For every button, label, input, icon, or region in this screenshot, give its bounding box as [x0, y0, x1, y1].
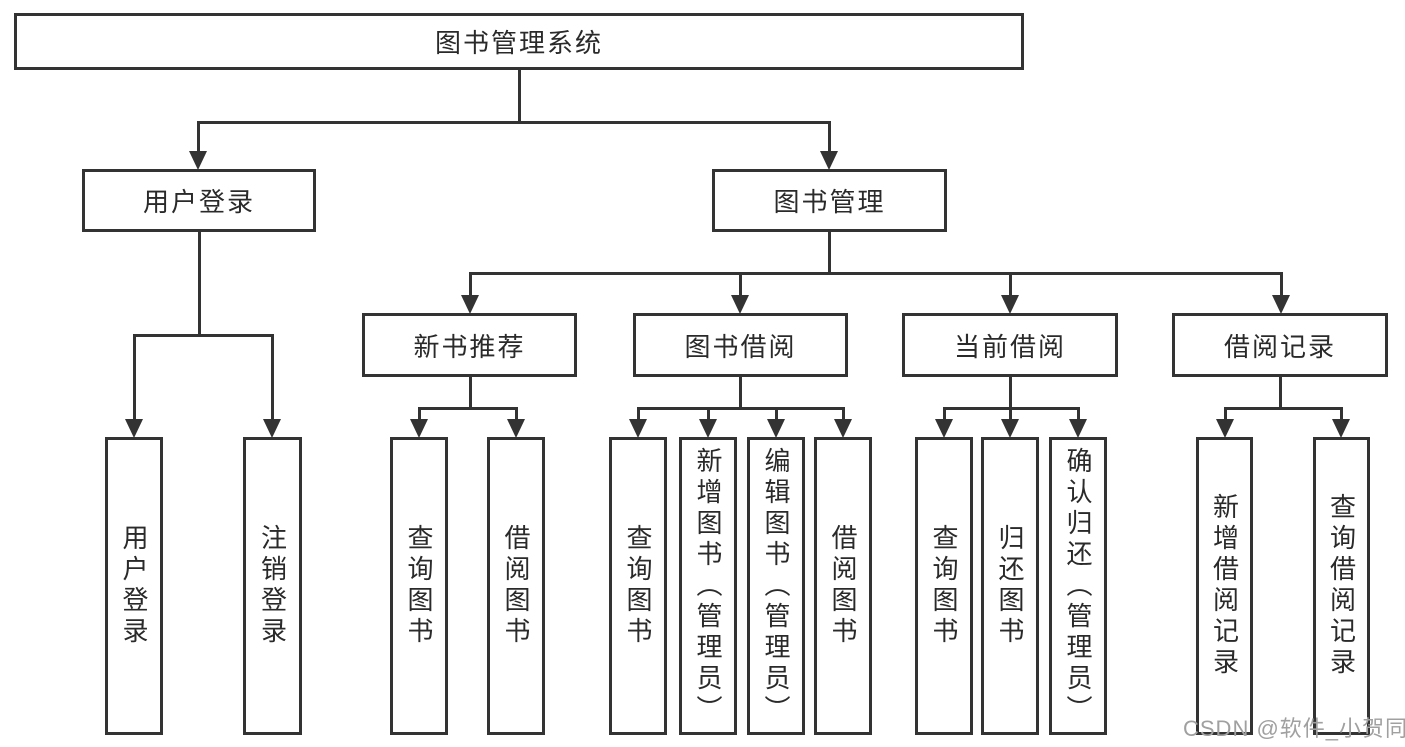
node-confirm-return-admin: 确认归还（管理员）: [1049, 437, 1107, 735]
connector-recommend-branch: [418, 407, 518, 410]
connector-drop-leaf: [707, 407, 710, 421]
node-book-borrowing: 图书借阅: [633, 313, 848, 377]
arrowhead-leaf: [410, 419, 428, 438]
node-borrow-books-recommend: 借阅图书: [487, 437, 545, 735]
connector-drop-leaf: [1077, 407, 1080, 421]
connector-drop-user-login: [197, 121, 200, 153]
connector-root-branch: [197, 121, 831, 124]
connector-drop-recommend: [469, 272, 472, 297]
connector-userlogin-stem: [198, 232, 201, 336]
node-add-books-admin: 新增图书（管理员）: [679, 437, 737, 735]
arrowhead-leaf: [507, 419, 525, 438]
arrowhead-logout-leaf: [263, 419, 281, 438]
arrowhead-borrowing: [731, 295, 749, 314]
node-query-borrowing-record: 查询借阅记录: [1313, 437, 1370, 735]
connector-drop-leaf: [637, 407, 640, 421]
arrowhead-user-login: [189, 151, 207, 170]
arrowhead-leaf: [1069, 419, 1087, 438]
connector-drop-leaf: [1009, 407, 1012, 421]
connector-borrowing-branch: [637, 407, 845, 410]
connector-drop-leaf: [1224, 407, 1227, 421]
arrowhead-leaf: [767, 419, 785, 438]
connector-userlogin-branch: [133, 334, 274, 337]
arrowhead-leaf: [1332, 419, 1350, 438]
arrowhead-recommend: [461, 295, 479, 314]
connector-drop-book-management: [828, 121, 831, 153]
connector-drop-leaf: [842, 407, 845, 421]
node-library-management-system: 图书管理系统: [14, 13, 1024, 70]
node-book-management: 图书管理: [712, 169, 947, 232]
connector-records-stem: [1279, 377, 1282, 410]
connector-drop-login-leaf: [133, 334, 136, 421]
arrowhead-current: [1001, 295, 1019, 314]
arrowhead-book-management: [820, 151, 838, 170]
node-borrowing-records: 借阅记录: [1172, 313, 1388, 377]
arrowhead-leaf: [629, 419, 647, 438]
arrowhead-leaf: [935, 419, 953, 438]
arrowhead-login-leaf: [125, 419, 143, 438]
arrowhead-leaf: [834, 419, 852, 438]
connector-root-stem: [518, 70, 521, 124]
connector-current-stem: [1009, 377, 1012, 410]
arrowhead-records: [1272, 295, 1290, 314]
watermark-text: CSDN @软件_小贺同学: [1183, 716, 1405, 741]
node-query-books-recommend: 查询图书: [390, 437, 448, 735]
arrowhead-leaf: [699, 419, 717, 438]
node-borrow-books-borrowing: 借阅图书: [814, 437, 872, 735]
connector-drop-leaf: [515, 407, 518, 421]
connector-drop-logout-leaf: [271, 334, 274, 421]
node-user-login-leaf: 用户登录: [105, 437, 163, 735]
connector-drop-records: [1280, 272, 1283, 297]
connector-drop-leaf: [943, 407, 946, 421]
node-query-books-borrowing: 查询图书: [609, 437, 667, 735]
connector-drop-leaf: [418, 407, 421, 421]
connector-drop-leaf: [775, 407, 778, 421]
arrowhead-leaf: [1216, 419, 1234, 438]
connector-bookmgmt-stem: [828, 232, 831, 275]
connector-bookmgmt-branch: [469, 272, 1283, 275]
node-current-borrowing: 当前借阅: [902, 313, 1118, 377]
connector-drop-borrowing: [739, 272, 742, 297]
connector-drop-leaf: [1340, 407, 1343, 421]
node-user-login: 用户登录: [82, 169, 316, 232]
node-query-books-current: 查询图书: [915, 437, 973, 735]
node-add-borrowing-record: 新增借阅记录: [1196, 437, 1253, 735]
arrowhead-leaf: [1001, 419, 1019, 438]
connector-recommend-stem: [469, 377, 472, 410]
connector-drop-current: [1009, 272, 1012, 297]
node-edit-books-admin: 编辑图书（管理员）: [747, 437, 805, 735]
node-return-books: 归还图书: [981, 437, 1039, 735]
connector-borrowing-stem: [739, 377, 742, 410]
node-new-book-recommendation: 新书推荐: [362, 313, 577, 377]
node-logout: 注销登录: [243, 437, 302, 735]
connector-records-branch: [1224, 407, 1343, 410]
